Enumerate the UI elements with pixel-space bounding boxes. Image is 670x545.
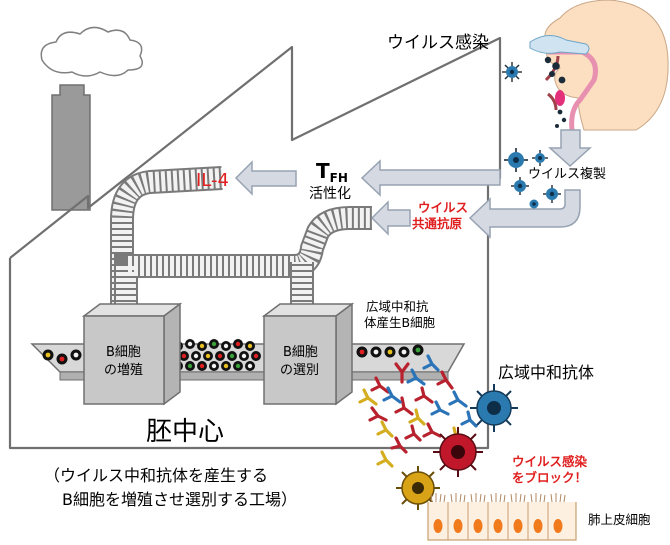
broadly-neutralizing-antibody-label: 広域中和抗体 [498,363,594,382]
virus-replication-icon [504,148,561,209]
bnab-b-cell-label-line1: 広域中和抗 [366,299,429,314]
caption-line1: （ウイルス中和抗体を産生する [44,466,268,485]
tfh-label: TFH [316,159,348,185]
arrow-down-icon [548,129,592,168]
block-infection-label-line1: ウイルス感染 [512,454,588,469]
tfh-activation-arrow [360,159,501,197]
b-cell-proliferation-label-line1: B細胞 [106,345,141,360]
common-antigen-label-line1: ウイルス [418,200,468,215]
virus-icon [502,62,522,82]
viral-infection-label: ウイルス感染 [387,33,489,53]
il4-arrow [234,160,297,196]
factory-outline [8,36,502,450]
virus-red-icon [433,427,483,477]
smoke-cloud-icon [40,26,143,77]
caption-line2: B細胞を増殖させ選別する工場） [62,490,297,509]
factory-chimney [51,84,91,211]
human-head-icon [529,0,669,131]
lung-epithelial-cells [427,493,577,541]
duct-pipes [110,166,372,318]
selection-machine [261,302,355,406]
virus-particles [544,56,567,128]
antibody-cluster [358,354,478,468]
germinal-center-label: 胚中心 [146,417,224,447]
il4-label: IL-4 [196,170,229,191]
viral-replication-label: ウイルス複製 [528,166,606,182]
antigen-arrow-tail [370,200,411,236]
b-cell-selection-label-line2: の選別 [280,363,319,378]
b-cell-proliferation-label-line2: の増殖 [104,362,143,378]
antigen-arrow [468,189,581,239]
proliferation-machine [81,302,183,406]
b-cell-particles-left [42,349,82,365]
b-cell-particles-middle [167,339,261,371]
b-cell-particles-right [356,344,424,358]
activation-label: 活性化 [309,186,351,202]
lung-epithelial-label: 肺上皮細胞 [588,512,651,527]
block-infection-label-line2: をブロック！ [512,470,587,485]
bnab-b-cell-label-line2: 体産生B細胞 [364,315,436,330]
b-cell-selection-label-line1: B細胞 [283,345,318,360]
common-antigen-label-line2: 共通抗原 [412,216,463,231]
virus-blue-icon [470,384,518,432]
